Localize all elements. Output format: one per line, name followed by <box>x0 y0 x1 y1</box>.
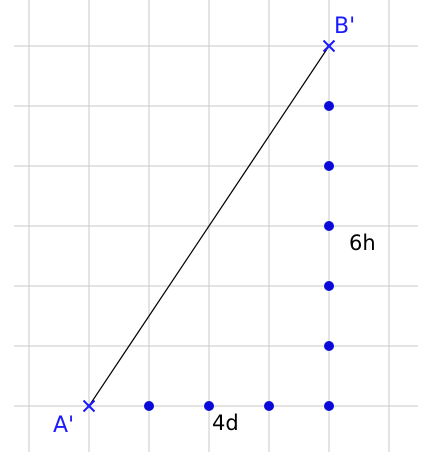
vertical-unit-dot-5 <box>324 101 334 111</box>
point-b-label: B' <box>334 14 355 39</box>
horizontal-distance-label: 4d <box>212 411 239 435</box>
unit-dots <box>144 101 334 411</box>
horizontal-unit-dot-3 <box>264 401 274 411</box>
points: A' B' <box>53 14 355 438</box>
point-a-marker <box>82 399 96 413</box>
vertical-distance-label: 6h <box>349 231 376 255</box>
vertical-unit-dot-4 <box>324 161 334 171</box>
horizontal-unit-dot-2 <box>204 401 214 411</box>
point-a-label: A' <box>53 413 74 438</box>
vertical-unit-dot-2 <box>324 281 334 291</box>
segment-a-b <box>88 45 330 407</box>
point-b-marker <box>322 39 336 53</box>
grid <box>14 0 418 452</box>
vertical-unit-dot-1 <box>324 341 334 351</box>
vertical-unit-dot-3 <box>324 221 334 231</box>
horizontal-unit-dot-4 <box>324 401 334 411</box>
horizontal-unit-dot-1 <box>144 401 154 411</box>
